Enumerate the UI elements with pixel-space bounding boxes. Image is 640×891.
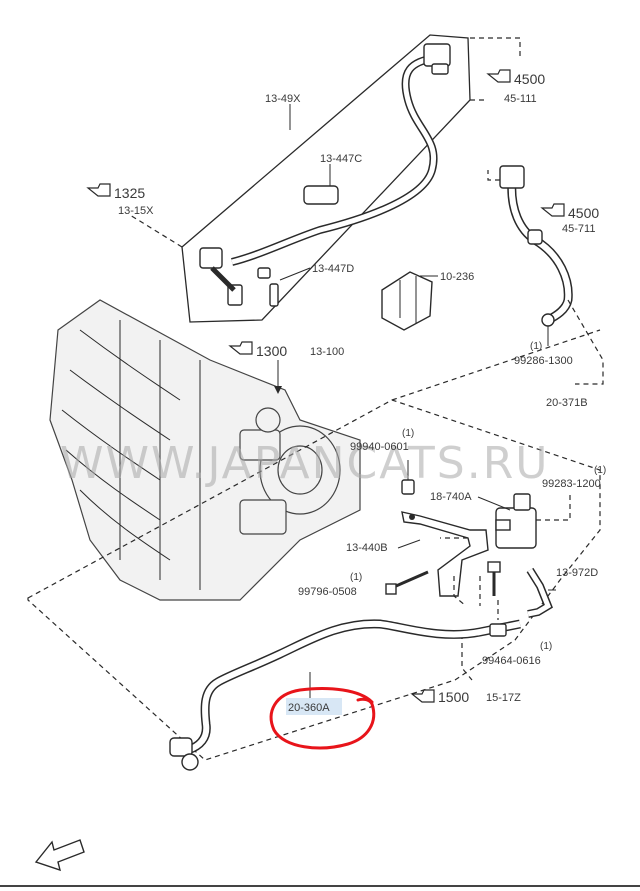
ref-leader-1325 — [129, 214, 183, 248]
ref-1300[interactable]: 1300 13-100 — [228, 341, 344, 359]
part-label-99286-1300[interactable]: 99286-1300 — [514, 355, 573, 367]
part-label-18-740a[interactable]: 18-740A — [430, 491, 472, 503]
ref-1325-num: 1325 — [114, 185, 145, 201]
part-label-13-447d[interactable]: 13-447D — [312, 263, 354, 275]
hose-clamp-99286 — [541, 313, 555, 327]
bracket-10-236 — [381, 271, 438, 331]
ref-1500-num: 1500 — [438, 689, 469, 705]
ref-1500[interactable]: 1500 15-17Z — [410, 689, 521, 705]
bolt-99796 — [385, 570, 429, 595]
intake-manifold — [49, 299, 361, 601]
watermark-text: WWW.JAPANCATS.RU — [60, 438, 549, 489]
ref-1300-num: 1300 — [256, 343, 287, 359]
part-label-10-236[interactable]: 10-236 — [440, 271, 474, 283]
part-label-99464-0616[interactable]: 99464-0616 — [482, 655, 541, 667]
ref-1325-sub: 13-15X — [118, 205, 154, 217]
part-label-13-447c[interactable]: 13-447C — [320, 153, 362, 165]
qty-99464: (1) — [540, 641, 552, 652]
part-label-99283-1200[interactable]: 99283-1200 — [542, 478, 601, 490]
part-label-99796-0508[interactable]: 99796-0508 — [298, 586, 357, 598]
front-arrow-icon — [34, 839, 85, 872]
ref-1300-sub: 13-100 — [310, 346, 344, 358]
ref-4500-top-sub: 45-111 — [504, 93, 537, 105]
ref-4500-mid-num: 4500 — [568, 205, 599, 221]
ref-4500-mid[interactable]: 4500 45-711 — [540, 203, 599, 235]
ref-4500-top[interactable]: 4500 45-111 — [486, 69, 545, 105]
bolt-99464 — [487, 561, 501, 596]
part-label-13-972d[interactable]: 13-972D — [556, 567, 598, 579]
pipe-end-connector — [169, 737, 199, 771]
purge-solenoid-18-740a — [495, 493, 537, 549]
clip-13-447d — [257, 267, 271, 279]
part-label-99940-0601[interactable]: 99940-0601 — [350, 441, 409, 453]
ref-1500-sub: 15-17Z — [486, 692, 521, 704]
part-label-20-360a[interactable]: 20-360A — [288, 702, 330, 714]
qty-99796: (1) — [350, 572, 362, 583]
hose-connector-top — [423, 43, 451, 67]
part-label-13-49x[interactable]: 13-49X — [265, 93, 301, 105]
hose-connector-left — [199, 247, 223, 269]
highlight-circle-annotation — [269, 687, 376, 750]
qty-99940: (1) — [402, 428, 414, 439]
part-label-13-440b[interactable]: 13-440B — [346, 542, 388, 554]
ref-4500-mid-sub: 45-711 — [562, 223, 595, 235]
part-label-20-360a-highlight — [286, 698, 342, 715]
ref-1325[interactable]: 1325 13-15X — [86, 183, 154, 217]
hose-45-711 — [507, 179, 573, 325]
bracket-13-440b — [401, 511, 489, 597]
qty-99286: (1) — [530, 341, 542, 352]
clip-13-447c — [303, 185, 339, 205]
vacuum-pipe-20-360a — [186, 619, 521, 755]
part-label-20-371b[interactable]: 20-371B — [546, 397, 588, 409]
ref-4500-top-num: 4500 — [514, 71, 545, 87]
qty-99283: (1) — [594, 465, 606, 476]
ref-leader-4500-top — [470, 37, 521, 101]
